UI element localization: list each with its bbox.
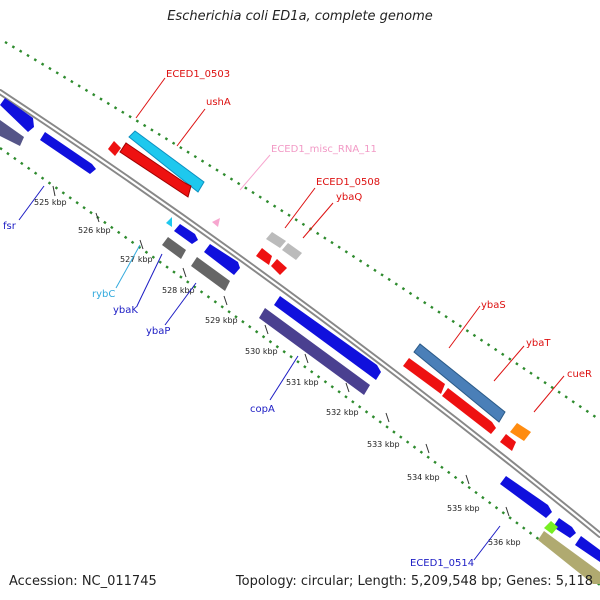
gene-label-ECED1_0503[interactable]: ECED1_0503 <box>166 69 230 80</box>
gene-label-ECED1_0514[interactable]: ECED1_0514 <box>410 558 474 569</box>
gene-purple-long[interactable] <box>259 308 370 395</box>
gene-label-cueR[interactable]: cueR <box>567 369 592 380</box>
tick-label: 535 kbp <box>447 504 480 513</box>
gene-label-copA[interactable]: copA <box>250 404 275 415</box>
gene-label-ybaK[interactable]: ybaK <box>113 305 138 316</box>
gene-red-arrow-3[interactable] <box>403 358 445 394</box>
tick-mark: 526 kbp <box>78 212 111 235</box>
tick-label: 525 kbp <box>34 198 67 207</box>
accession-text: Accession: NC_011745 <box>9 574 157 589</box>
tick-mark: 528 kbp <box>162 267 195 295</box>
tick-mark: 529 kbp <box>205 295 238 325</box>
gene-blue-right-1[interactable] <box>500 476 552 518</box>
gene-red-small-1[interactable] <box>256 248 272 265</box>
gene-label-ushA[interactable]: ushA <box>206 97 231 108</box>
gene-label-ybaP[interactable]: ybaP <box>146 326 170 337</box>
gene-labels: fsr rybC ybaK ybaP copA ECED1_0514 ECED1… <box>3 69 592 569</box>
gene-gray-1[interactable] <box>162 237 186 259</box>
tick-label: 532 kbp <box>326 408 359 417</box>
label-leaders <box>18 77 565 561</box>
gene-green-small[interactable] <box>544 521 558 534</box>
gene-label-fsr[interactable]: fsr <box>3 221 17 232</box>
gene-label-ybaS[interactable]: ybaS <box>481 300 506 311</box>
gene-gray-2[interactable] <box>191 257 230 291</box>
gene-ECED1_0508-box[interactable] <box>266 232 286 248</box>
genome-title: Escherichia coli ED1a, complete genome <box>167 9 433 24</box>
tick-label: 531 kbp <box>286 378 319 387</box>
gene-ybaK-arrow[interactable] <box>174 224 198 244</box>
gene-red-arrow-4[interactable] <box>442 388 496 434</box>
genome-backbone <box>0 89 600 538</box>
gene-left-blue-2[interactable] <box>40 132 96 174</box>
gene-label-ECED1_0508[interactable]: ECED1_0508 <box>316 177 380 188</box>
gene-label-ybaQ[interactable]: ybaQ <box>336 192 362 203</box>
gene-ybaP-arrow[interactable] <box>204 244 240 275</box>
gene-misc-RNA-marker[interactable] <box>212 218 220 227</box>
tick-label: 534 kbp <box>407 473 440 482</box>
gene-left-gray[interactable] <box>0 120 24 146</box>
gene-label-rybC[interactable]: rybC <box>92 289 115 300</box>
gene-ushA-arrow[interactable] <box>119 142 192 198</box>
gene-blue-right-3[interactable] <box>575 536 600 562</box>
tick-mark: 536 kbp <box>488 506 521 547</box>
tick-label: 536 kbp <box>488 538 521 547</box>
gene-red-small-2[interactable] <box>271 259 287 275</box>
gene-cueR-box[interactable] <box>510 423 531 441</box>
forward-strand-features <box>108 130 531 451</box>
tick-label: 528 kbp <box>162 286 195 295</box>
gene-copA-arrow[interactable] <box>274 296 381 380</box>
gene-ybaQ-box[interactable] <box>282 243 302 260</box>
gene-red-small-5[interactable] <box>500 434 516 451</box>
gene-left-blue-1[interactable] <box>0 98 34 132</box>
tick-mark: 533 kbp <box>367 412 400 449</box>
tick-mark: 527 kbp <box>120 239 153 264</box>
gene-rybC-marker[interactable] <box>166 217 172 227</box>
tick-mark: 531 kbp <box>286 353 319 387</box>
topology-text: Topology: circular; Length: 5,209,548 bp… <box>235 574 593 589</box>
tick-label: 527 kbp <box>120 255 153 264</box>
scale-ticks: 525 kbp 526 kbp 527 kbp 528 kbp 529 kbp … <box>34 185 521 547</box>
tick-label: 530 kbp <box>245 347 278 356</box>
gene-ECED1_0503-arrow[interactable] <box>128 130 205 193</box>
gene-small-red-arrow[interactable] <box>108 141 121 156</box>
tick-mark: 535 kbp <box>447 474 480 513</box>
tick-mark: 534 kbp <box>407 443 440 482</box>
tick-label: 529 kbp <box>205 316 238 325</box>
gene-ybaS-arrow[interactable] <box>413 343 506 423</box>
tick-mark: 530 kbp <box>245 324 278 356</box>
gene-khaki[interactable] <box>538 531 600 584</box>
tick-label: 526 kbp <box>78 226 111 235</box>
reverse-strand-features <box>0 98 600 584</box>
tick-mark: 532 kbp <box>326 382 359 417</box>
gene-label-ybaT[interactable]: ybaT <box>526 338 551 349</box>
tick-label: 533 kbp <box>367 440 400 449</box>
tick-mark: 525 kbp <box>34 185 67 207</box>
gene-label-misc-RNA[interactable]: ECED1_misc_RNA_11 <box>271 144 377 155</box>
gene-blue-right-2[interactable] <box>553 518 576 538</box>
